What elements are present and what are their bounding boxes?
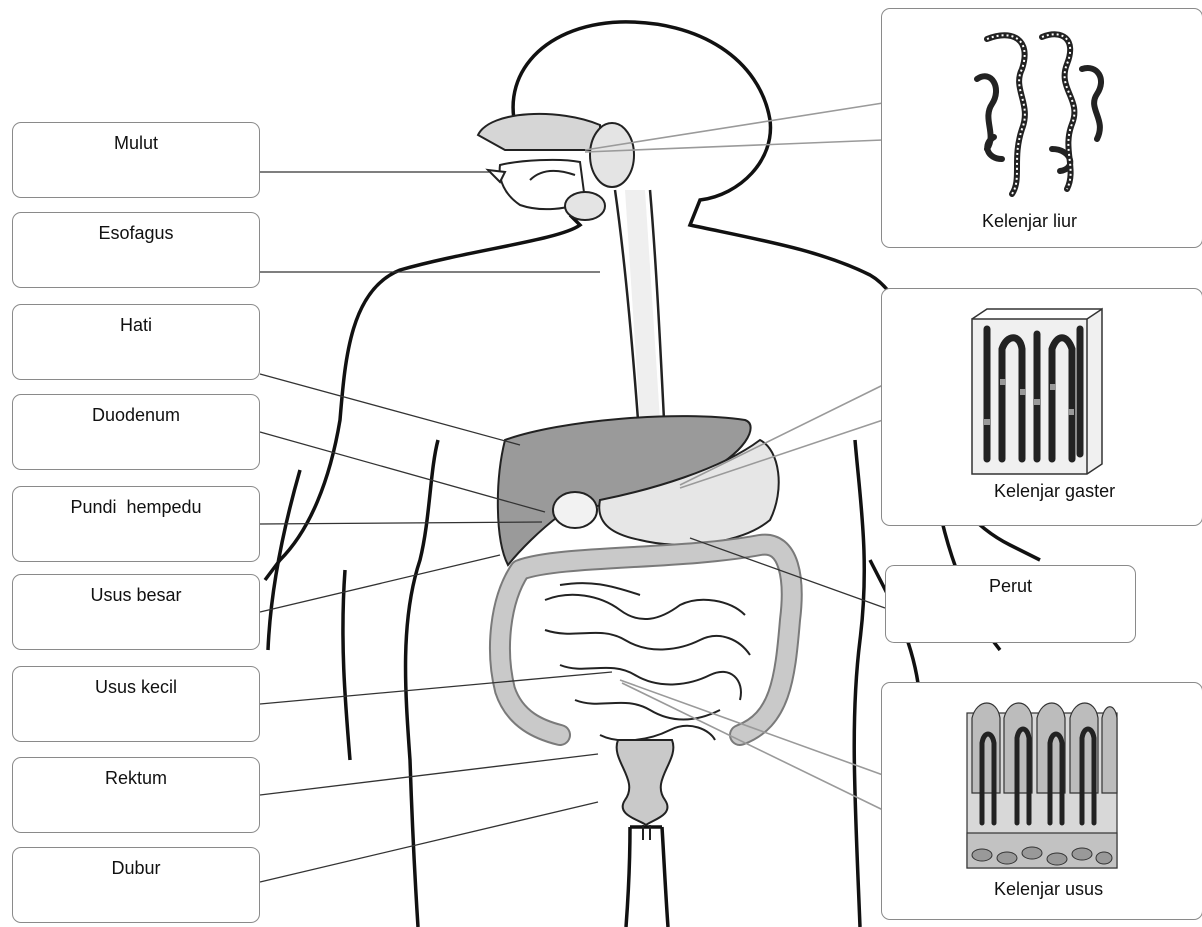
label-usus-kecil: Usus kecil (12, 666, 260, 742)
rectum (617, 740, 674, 825)
label-pundi-hempedu-text: Pundi hempedu (13, 497, 259, 518)
label-usus-besar: Usus besar (12, 574, 260, 650)
right-torso-outline (854, 440, 864, 927)
label-perut-text: Perut (886, 576, 1135, 597)
label-duodenum: Duodenum (12, 394, 260, 470)
label-perut: Perut (885, 565, 1136, 643)
label-pundi-hempedu: Pundi hempedu (12, 486, 260, 562)
label-esofagus-text: Esofagus (13, 223, 259, 244)
mouth-region (478, 114, 634, 220)
left-torso-outline (406, 440, 438, 927)
legs-outline (626, 827, 668, 927)
label-rektum: Rektum (12, 757, 260, 833)
left-arm-outline (268, 470, 350, 760)
label-dubur: Dubur (12, 847, 260, 923)
label-usus-kecil-text: Usus kecil (13, 677, 259, 698)
inset-kelenjar-liur: Kelenjar liur (881, 8, 1202, 248)
label-mulut: Mulut (12, 122, 260, 198)
gall-bladder (553, 492, 597, 528)
label-usus-besar-text: Usus besar (13, 585, 259, 606)
label-esofagus: Esofagus (12, 212, 260, 288)
inset-kelenjar-liur-caption: Kelenjar liur (982, 211, 1077, 232)
inset-kelenjar-usus: Kelenjar usus (881, 682, 1202, 920)
label-dubur-text: Dubur (13, 858, 259, 879)
label-mulut-text: Mulut (13, 133, 259, 154)
small-intestine (545, 583, 750, 740)
inset-kelenjar-usus-caption: Kelenjar usus (994, 879, 1103, 900)
label-hati: Hati (12, 304, 260, 380)
label-hati-text: Hati (13, 315, 259, 336)
inset-kelenjar-gaster: Kelenjar gaster (881, 288, 1202, 526)
inset-kelenjar-gaster-caption: Kelenjar gaster (994, 481, 1115, 502)
label-duodenum-text: Duodenum (13, 405, 259, 426)
label-rektum-text: Rektum (13, 768, 259, 789)
